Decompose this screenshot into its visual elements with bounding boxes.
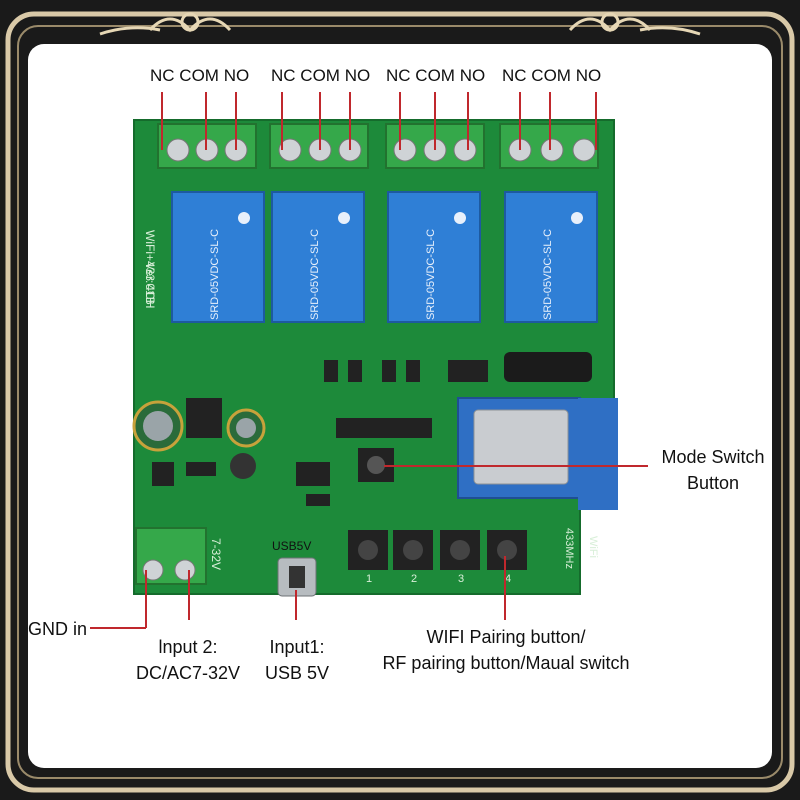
gnd-in-label: GND in xyxy=(28,619,88,639)
diode xyxy=(186,462,216,476)
button-number: 3 xyxy=(458,573,464,585)
pairing-line2: RF pairing button/Maual switch xyxy=(382,653,630,673)
input2-callout: lnput 2: DC/AC7-32V xyxy=(128,634,248,686)
component xyxy=(306,494,330,506)
channel-4 xyxy=(499,123,599,323)
screw-nc xyxy=(393,138,417,162)
voltage-text: 7-32V xyxy=(209,538,223,570)
header-pins xyxy=(336,418,432,438)
no-label: NO xyxy=(575,66,602,85)
mode-switch-line1: Mode Switch xyxy=(661,447,765,467)
relay xyxy=(504,191,598,323)
relay-model-text: SRD-05VDC-SL-C xyxy=(209,229,221,320)
nc-label: NC xyxy=(502,66,527,85)
mode-switch-callout: Mode Switch Button xyxy=(646,444,780,496)
no-label: NO xyxy=(344,66,371,85)
pairing-line1: WIFI Pairing button/ xyxy=(426,627,586,647)
callout-lines xyxy=(90,92,648,629)
screw-gnd xyxy=(142,559,164,581)
relay-model-text: SRD-05VDC-SL-C xyxy=(425,229,437,320)
pairing-callout: WIFI Pairing button/ RF pairing button/M… xyxy=(356,624,656,676)
antenna-coil xyxy=(504,352,592,382)
button-number: 4 xyxy=(505,573,511,585)
screw-no xyxy=(453,138,477,162)
pairing-buttons xyxy=(348,530,527,570)
screw-nc xyxy=(166,138,190,162)
relay xyxy=(387,191,481,323)
nc-label: NC xyxy=(271,66,296,85)
input1-callout: Input1: USB 5V xyxy=(252,634,342,686)
no-label: NO xyxy=(459,66,486,85)
nc-label: NC xyxy=(386,66,411,85)
relay xyxy=(171,191,265,323)
relay-logo xyxy=(454,212,466,224)
nc-label: NC xyxy=(150,66,175,85)
relay xyxy=(271,191,365,323)
inductor xyxy=(230,453,256,479)
no-label: NO xyxy=(223,66,250,85)
wifi-module-shield xyxy=(473,409,569,485)
relay-logo xyxy=(238,212,250,224)
ic-chip xyxy=(186,398,222,438)
regulator xyxy=(152,462,174,486)
regulator xyxy=(296,462,330,486)
mode-switch-line2: Button xyxy=(686,473,740,493)
relay-logo xyxy=(338,212,350,224)
input1-line1: Input1: xyxy=(269,637,325,657)
module-freq-text: 433MHz xyxy=(563,528,575,569)
cloud-ornament-left xyxy=(99,12,232,36)
input2-line1: lnput 2: xyxy=(158,637,218,657)
com-label: COM xyxy=(179,66,219,85)
cloud-ornament-right xyxy=(568,12,701,36)
screw-com xyxy=(540,138,564,162)
button-number: 2 xyxy=(411,573,417,585)
com-label: COM xyxy=(415,66,455,85)
com-label: COM xyxy=(300,66,340,85)
com-label: COM xyxy=(531,66,571,85)
input1-line2: USB 5V xyxy=(264,663,330,683)
terminal-labels-ch3: NC COM NO xyxy=(386,66,485,86)
board-version-text: Ver:01B xyxy=(143,262,157,305)
screw-nc xyxy=(278,138,302,162)
wifi-text: WiFi xyxy=(587,536,599,558)
terminal-labels-ch1: NC COM NO xyxy=(150,66,249,86)
board-model-text: WiFi+433 4CH xyxy=(143,230,157,308)
usb-text: USB5V xyxy=(272,539,311,553)
relay-logo xyxy=(571,212,583,224)
screw-no xyxy=(572,138,596,162)
input2-line2: DC/AC7-32V xyxy=(135,663,241,683)
wifi-module-antenna xyxy=(578,398,618,510)
relay-model-text: SRD-05VDC-SL-C xyxy=(542,229,554,320)
screw-vin xyxy=(174,559,196,581)
relay-model-text: SRD-05VDC-SL-C xyxy=(309,229,321,320)
button-number: 1 xyxy=(366,573,372,585)
terminal-labels-ch2: NC COM NO xyxy=(271,66,370,86)
transistor-row xyxy=(324,360,488,382)
terminal-labels-ch4: NC COM NO xyxy=(502,66,601,86)
